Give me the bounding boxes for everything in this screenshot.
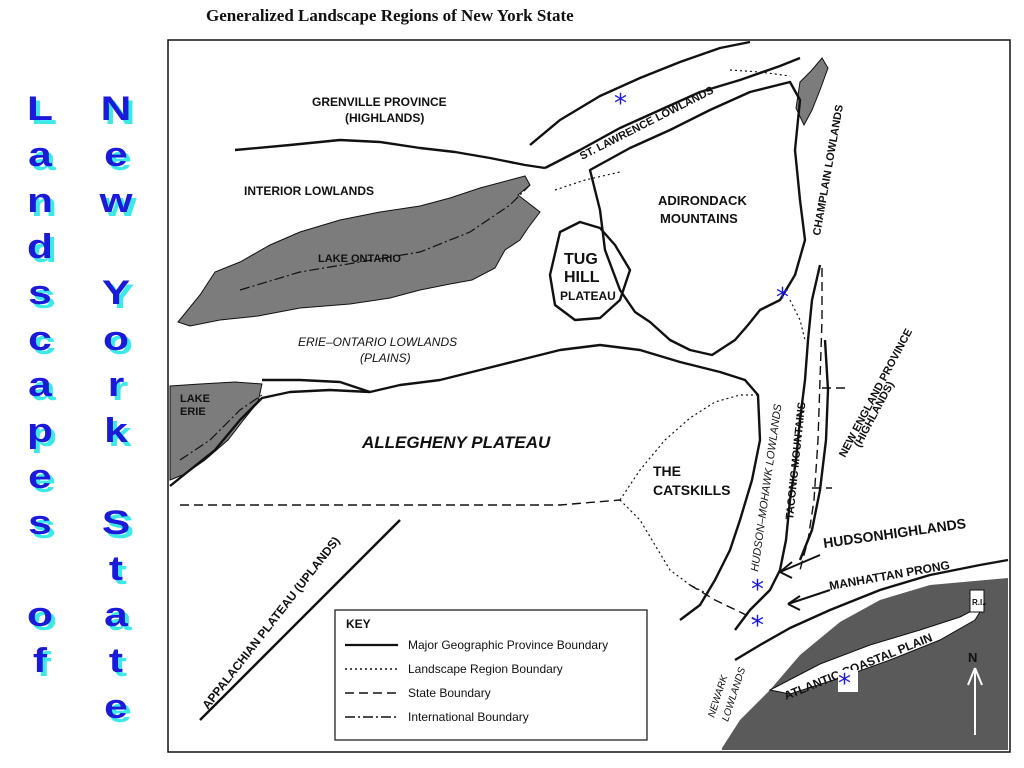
state-boundary-nj xyxy=(689,584,761,623)
label-adirondack-2: MOUNTAINS xyxy=(660,211,738,226)
label-hudson-highlands: HUDSONHIGHLANDS xyxy=(822,515,967,551)
map-key: KEY Major Geographic Province Boundary L… xyxy=(334,609,648,741)
key-label-2: State Boundary xyxy=(408,686,491,700)
st-lawrence-south xyxy=(544,56,801,170)
label-catskills-2: CATSKILLS xyxy=(653,482,731,498)
label-lake-erie-2: ERIE xyxy=(180,406,206,418)
label-grenville-2: (HIGHLANDS) xyxy=(345,111,424,125)
key-heading: KEY xyxy=(346,617,371,631)
st-lawrence-north xyxy=(529,40,751,146)
label-champlain: CHAMPLAIN LOWLANDS xyxy=(811,104,846,237)
map-title: Generalized Landscape Regions of New Yor… xyxy=(206,6,574,25)
label-tug-3: PLATEAU xyxy=(560,289,616,303)
map-frame xyxy=(167,39,1011,753)
coastal-boundary xyxy=(734,558,1009,662)
label-catskills-1: THE xyxy=(653,463,681,479)
state-boundary-ne-ticks xyxy=(812,387,850,489)
state-boundary-south xyxy=(180,499,621,506)
key-label-1: Landscape Region Boundary xyxy=(408,662,563,676)
catskills-south xyxy=(619,499,711,596)
label-hudson-mohawk: HUDSON–MOHAWK LOWLANDS xyxy=(749,403,785,573)
hudson-highlands-arrow xyxy=(779,554,821,573)
marker-atlantic: * xyxy=(838,669,851,699)
intl-boundary-ontario xyxy=(239,184,531,291)
erie-ontario-boundary xyxy=(262,343,762,621)
label-north: N xyxy=(968,650,977,665)
lake-champlain xyxy=(795,57,829,127)
label-erie-ontario-1: ERIE–ONTARIO LOWLANDS xyxy=(298,335,457,349)
ri-box xyxy=(969,589,985,613)
key-label-0: Major Geographic Province Boundary xyxy=(408,638,608,652)
label-lake-erie-1: LAKE xyxy=(180,393,210,405)
appalachian-boundary xyxy=(199,519,401,721)
marker-champlain: * xyxy=(776,283,789,313)
label-erie-ontario-2: (PLAINS) xyxy=(360,351,411,365)
marker-st-lawrence: * xyxy=(614,89,627,119)
st-lawrence-dotted xyxy=(554,171,621,191)
adirondack-boundary xyxy=(588,80,807,357)
tug-hill-boundary xyxy=(548,220,632,322)
taconic-east xyxy=(798,339,830,561)
label-adirondack-1: ADIRONDACK xyxy=(658,193,747,208)
label-grenville-1: GRENVILLE PROVINCE xyxy=(312,95,447,109)
state-boundary-east xyxy=(799,268,823,571)
marker-manhattan: * xyxy=(751,611,764,641)
catskills-boundary xyxy=(619,394,758,501)
grenville-boundary xyxy=(234,138,546,170)
champlain-dotted xyxy=(729,69,791,77)
intl-boundary-erie xyxy=(179,394,263,461)
allegheny-boundary xyxy=(169,388,371,487)
tug-dotted xyxy=(789,299,806,341)
label-ri: R.I. xyxy=(972,598,984,607)
marker-hudson-highlands: * xyxy=(751,575,764,605)
marker-atlantic-bg xyxy=(838,670,858,692)
label-tug-2: HILL xyxy=(564,269,600,286)
label-allegheny: ALLEGHENY PLATEAU xyxy=(361,433,551,452)
label-taconic: TACONIC MOUNTAINS xyxy=(784,402,808,521)
key-label-3: International Boundary xyxy=(408,710,529,724)
label-tug-1: TUG xyxy=(564,251,598,268)
label-new-england-1: NEW ENGLAND PROVINCE xyxy=(837,327,915,459)
label-appalachian: APPALACHIAN PLATEAU (UPLANDS) xyxy=(199,534,342,712)
hudson-mohawk-east xyxy=(734,264,822,631)
lake-ontario xyxy=(177,175,541,327)
manhattan-prong-arrow xyxy=(787,589,831,605)
label-interior-lowlands: INTERIOR LOWLANDS xyxy=(244,184,374,198)
label-lake-ontario: LAKE ONTARIO xyxy=(318,253,401,265)
lake-erie xyxy=(169,381,263,481)
